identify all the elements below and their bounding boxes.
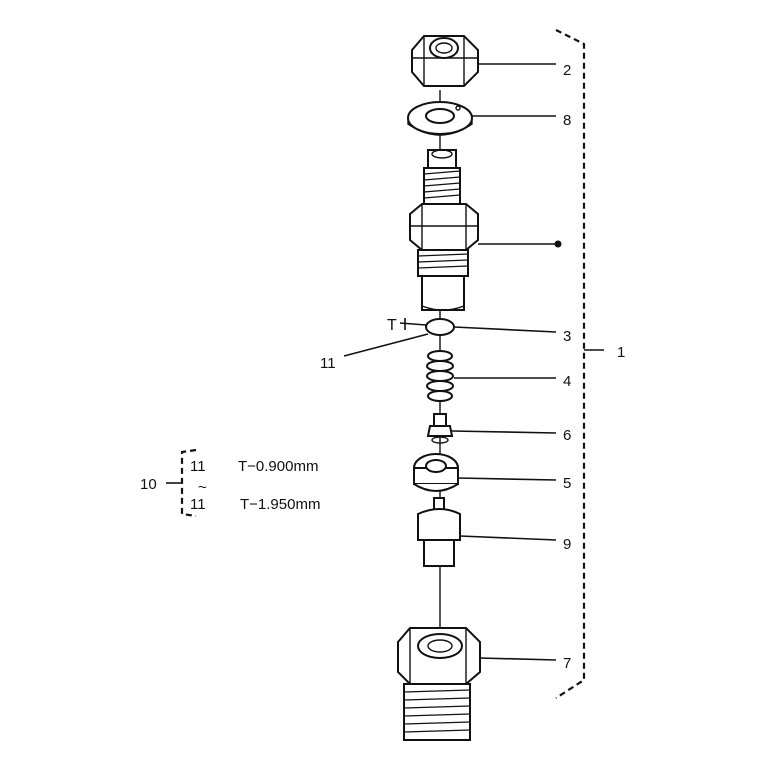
hex-nut	[411, 35, 479, 87]
valve	[426, 413, 557, 444]
assembly-bracket	[555, 29, 604, 699]
callout-2: 2	[563, 62, 571, 79]
shim-range-tilde: ~	[198, 479, 207, 496]
callout-11: 11	[320, 355, 336, 372]
retaining-nut	[397, 627, 557, 741]
callout-5: 5	[563, 475, 571, 492]
spring	[426, 350, 556, 402]
shim-range-bracket	[166, 448, 197, 518]
callout-3: 3	[563, 328, 571, 345]
nozzle	[417, 497, 557, 567]
shim-min-ref: 11	[190, 458, 206, 475]
shim-max-label: T−1.950mm	[240, 496, 320, 513]
callout-6: 6	[563, 427, 571, 444]
valve-seat	[413, 453, 557, 492]
callout-10: 10	[140, 476, 157, 493]
callout-9: 9	[563, 536, 571, 553]
shim	[343, 318, 557, 357]
washer	[407, 101, 473, 136]
shim-min-label: T−0.900mm	[238, 458, 318, 475]
callout-8: 8	[563, 112, 571, 129]
thickness-marker: T	[387, 317, 397, 334]
callout-7: 7	[563, 655, 571, 672]
callout-4: 4	[563, 373, 571, 390]
valve-holder-body	[409, 149, 562, 311]
shim-max-ref: 11	[190, 496, 206, 513]
callout-1: 1	[617, 344, 625, 361]
